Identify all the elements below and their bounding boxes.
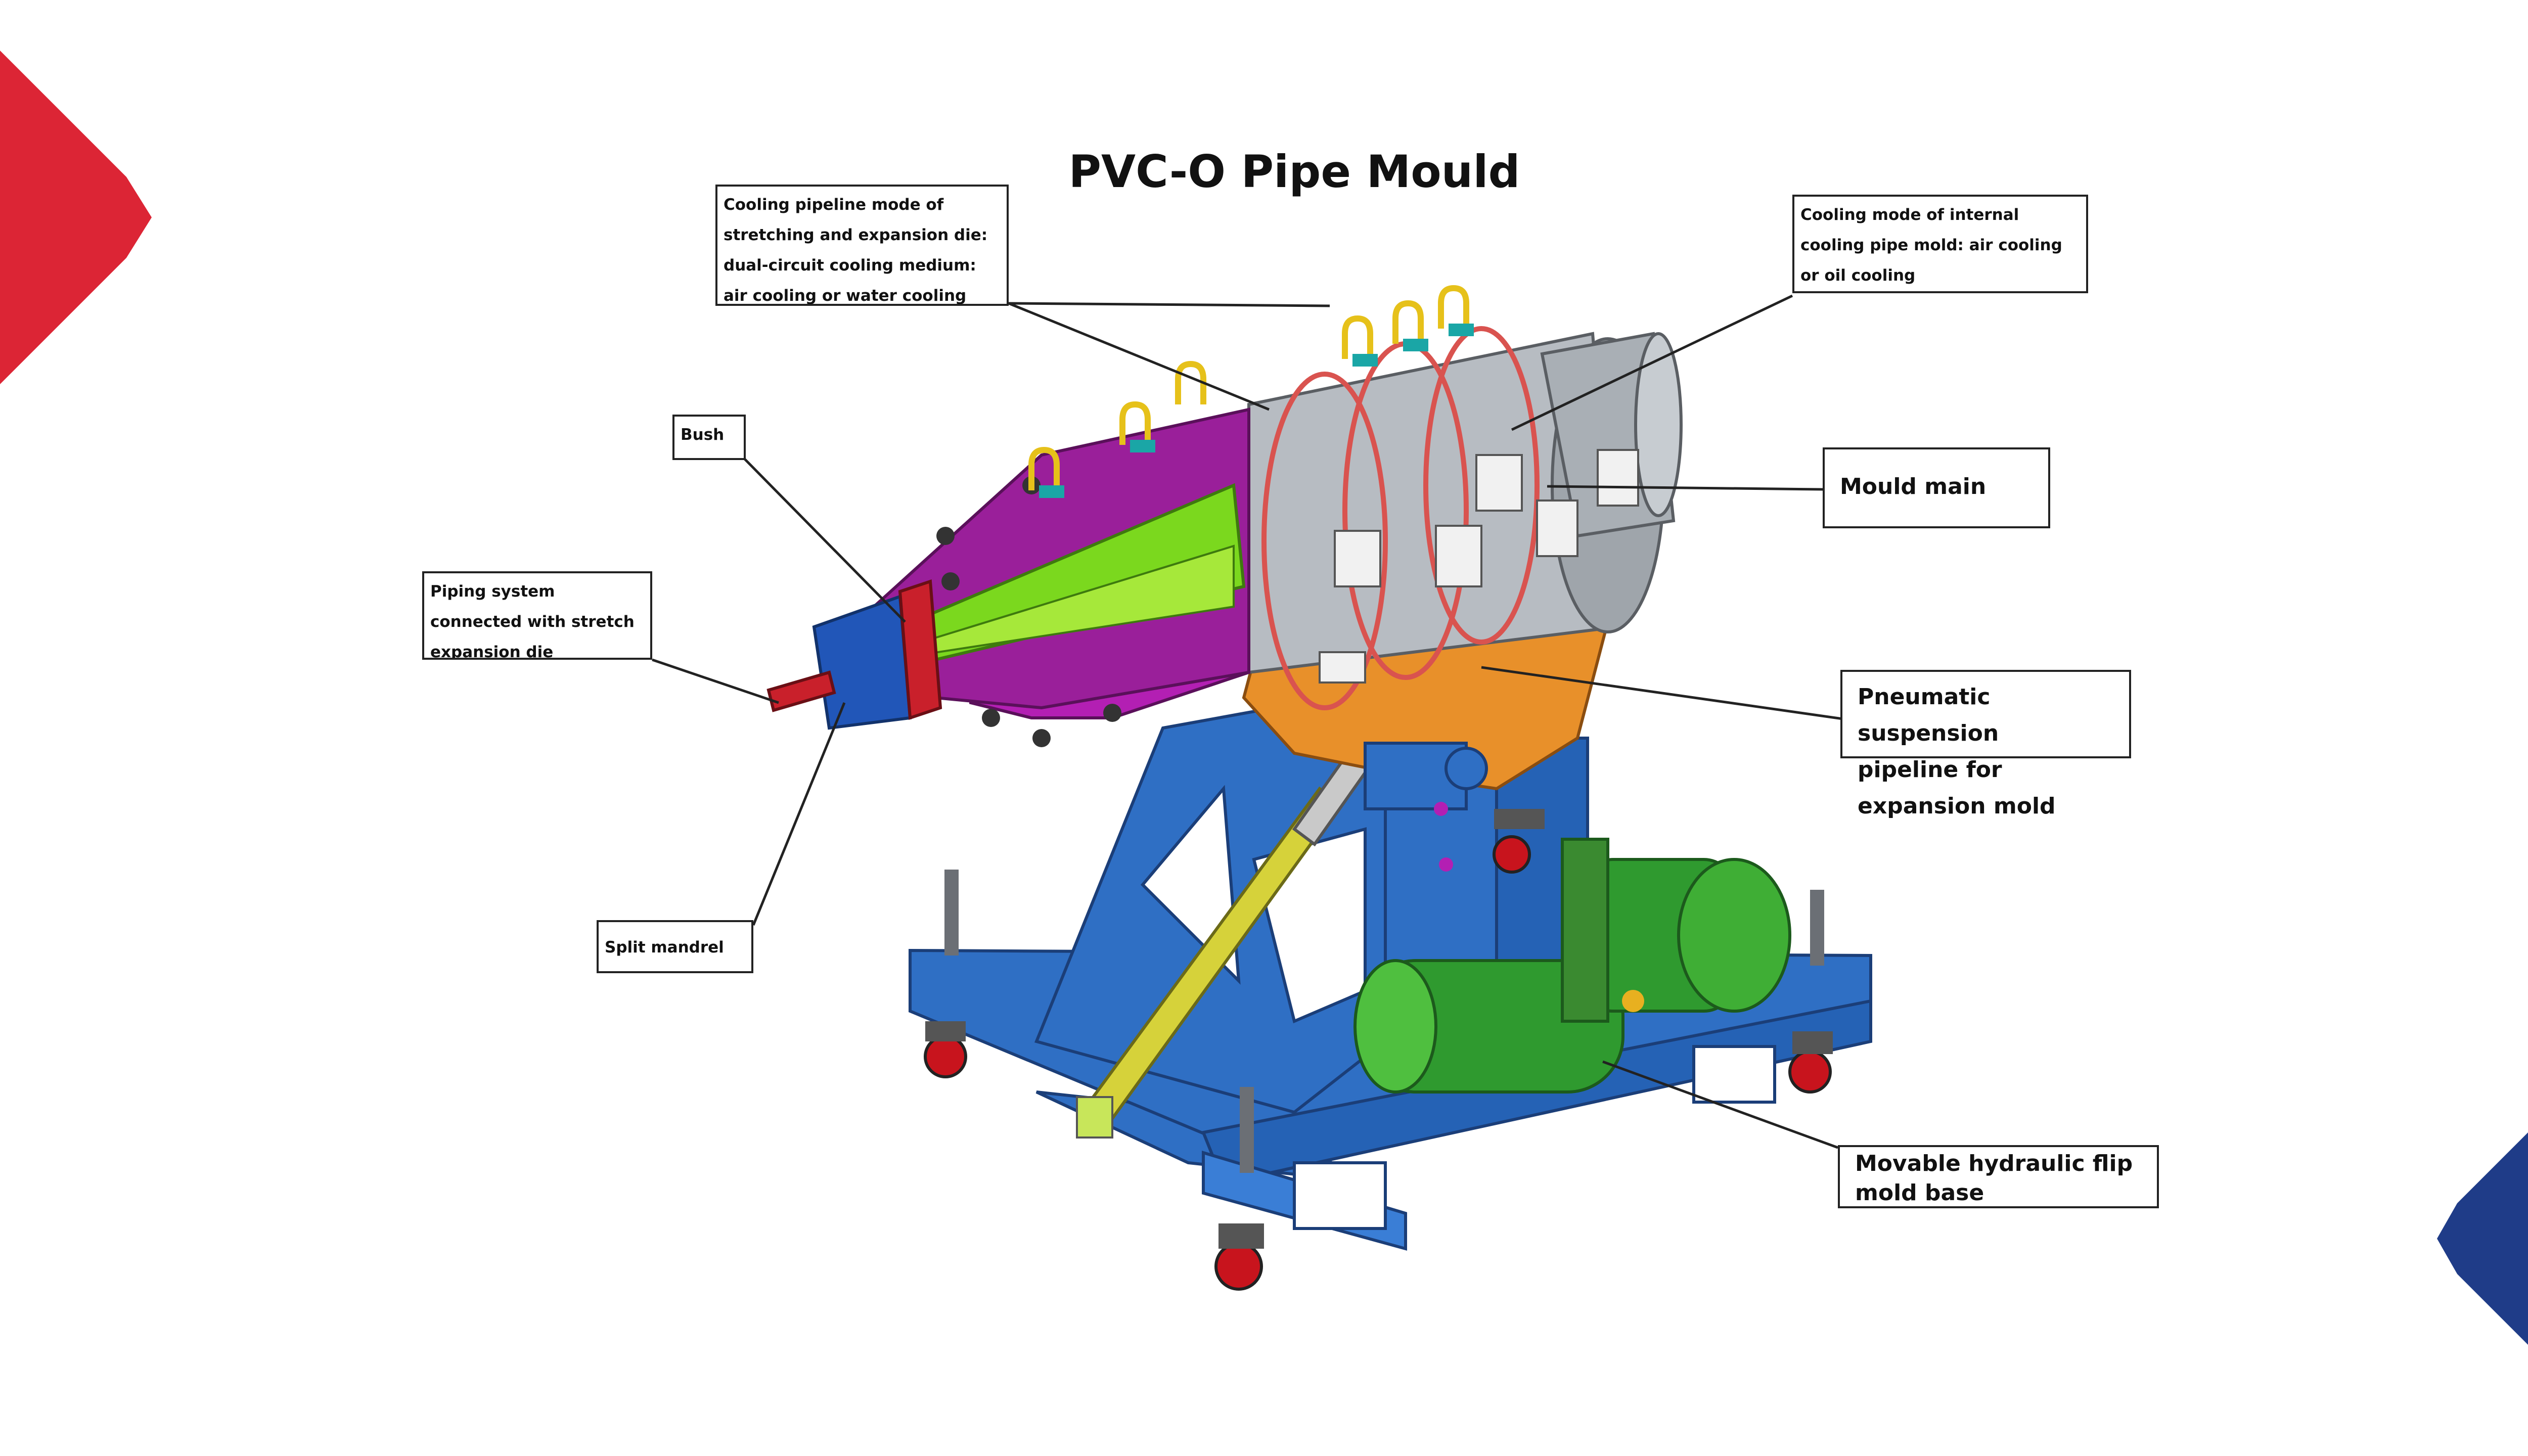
callout-pneumatic-suspension: Pneumatic suspension pipeline for expans… [1840, 670, 2131, 819]
callout-split-mandrel: Split mandrel [597, 920, 753, 973]
callout-cooling-stretch: Cooling pipeline mode of stretching and … [715, 185, 1009, 306]
callout-cooling-stretch-text: Cooling pipeline mode of stretching and … [724, 196, 988, 305]
callout-bush-text: Bush [681, 426, 725, 444]
threaded-posts [944, 870, 1824, 1173]
callout-split-mandrel-text: Split mandrel [605, 938, 724, 957]
mould-main-barrel [1247, 326, 1683, 710]
callout-cooling-internal: Cooling mode of internal cooling pipe mo… [1792, 195, 2088, 293]
callout-mould-main-part: Mould main part [1823, 447, 2050, 528]
blue-corner-accent [2437, 1132, 2528, 1345]
callout-cooling-internal-text: Cooling mode of internal cooling pipe mo… [1800, 206, 2062, 285]
callout-hydraulic-base: Movable hydraulic flip mold base [1838, 1145, 2159, 1208]
callout-pneumatic-suspension-text: Pneumatic suspension pipeline for expans… [1858, 684, 2056, 819]
callout-piping-system: Piping system connected with stretch exp… [422, 571, 652, 660]
red-corner-accent [0, 51, 152, 384]
mould-cutaway-section [766, 407, 1251, 747]
caster-wheels [924, 809, 1833, 1291]
leader-lines [652, 294, 1843, 1149]
callout-mould-main-part-text: Mould main part [1840, 474, 1987, 499]
hydraulic-cylinder [1076, 741, 1378, 1139]
lifting-eyes [1028, 285, 1474, 498]
callout-hydraulic-base-text: Movable hydraulic flip mold base [1855, 1151, 2133, 1206]
diagram-title: PVC-O Pipe Mould [1068, 146, 1520, 198]
hydraulic-power-unit [1353, 838, 1791, 1094]
callout-bush: Bush [672, 415, 746, 460]
callout-piping-system-text: Piping system connected with stretch exp… [430, 582, 635, 660]
